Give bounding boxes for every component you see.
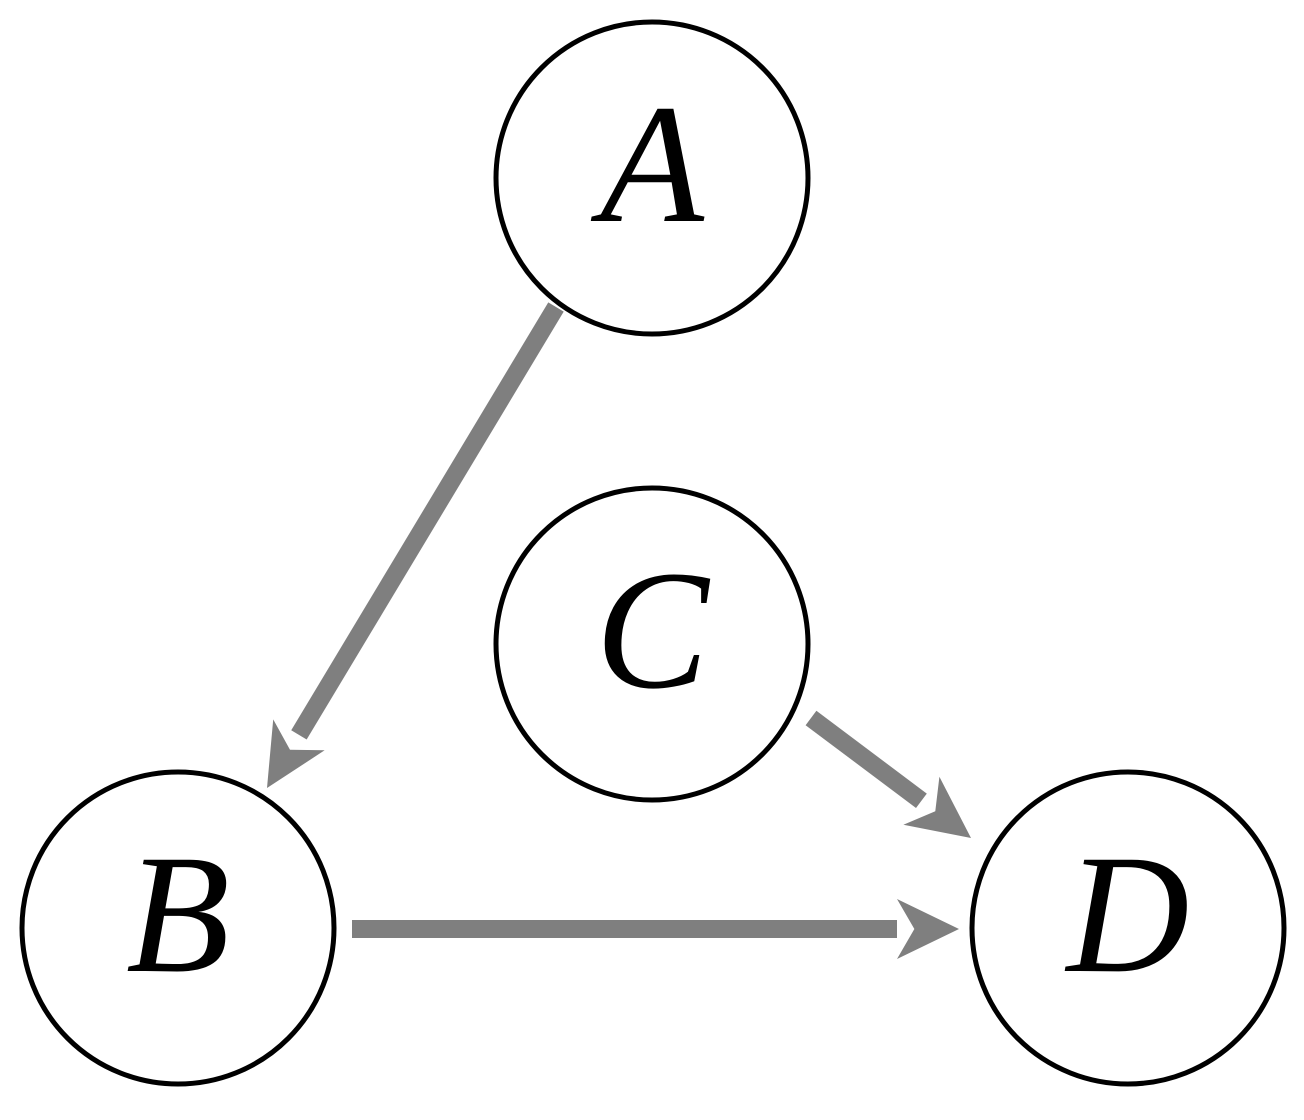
node-circle — [493, 19, 811, 337]
node-d[interactable]: D — [969, 769, 1287, 1087]
arrowhead-icon — [903, 776, 971, 838]
node-circle — [19, 769, 337, 1087]
edge-b-to-d[interactable] — [352, 899, 959, 959]
edge-shaft — [805, 710, 927, 808]
node-circle — [493, 485, 811, 803]
edge-c-to-d[interactable] — [805, 710, 971, 838]
edge-shaft — [291, 302, 564, 740]
node-b[interactable]: B — [19, 769, 337, 1087]
node-circle — [969, 769, 1287, 1087]
edge-a-to-b[interactable] — [267, 302, 564, 788]
node-label: C — [595, 536, 710, 724]
node-a[interactable]: A — [493, 19, 811, 337]
node-label: B — [126, 820, 230, 1008]
node-label: A — [590, 70, 705, 258]
edges-layer — [267, 302, 971, 959]
arrowhead-icon — [267, 719, 325, 788]
arrowhead-icon — [897, 899, 959, 959]
nodes-layer: A B C D — [19, 19, 1287, 1087]
node-label: D — [1065, 820, 1190, 1008]
node-c[interactable]: C — [493, 485, 811, 803]
